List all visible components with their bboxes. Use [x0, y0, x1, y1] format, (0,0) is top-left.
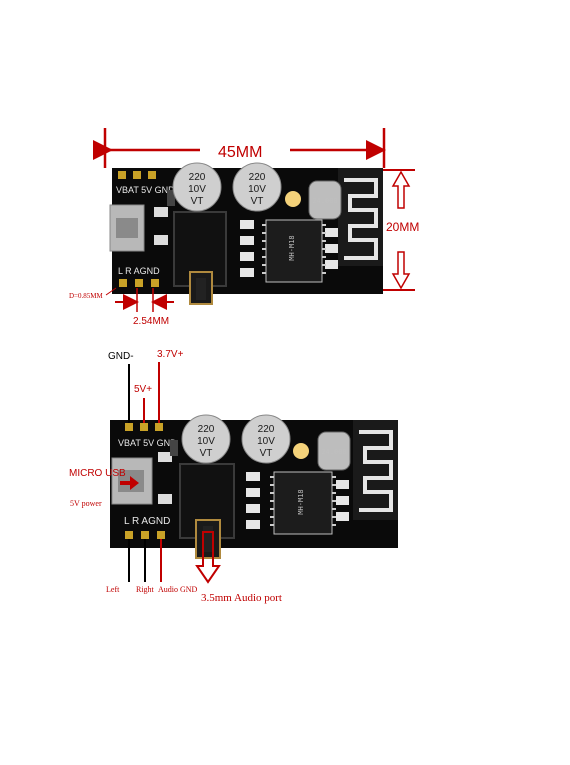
audio-jack: [179, 463, 235, 584]
micro-usb-label: MICRO USB: [69, 468, 126, 479]
silk-top-labels: VBAT 5V GND: [116, 185, 175, 195]
antenna-trace: [344, 178, 378, 260]
capacitor-1: 220 10V VT: [181, 414, 231, 464]
svg-text:VT: VT: [191, 196, 204, 207]
svg-text:220: 220: [198, 424, 215, 435]
svg-text:24.000: 24.000: [321, 448, 346, 456]
width-label: 45MM: [218, 144, 262, 161]
svg-text:VT: VT: [251, 196, 264, 207]
crystal: 24.000: [308, 180, 342, 220]
height-dimension: 20MM: [383, 169, 419, 291]
antenna-trace: [359, 430, 393, 512]
hole-label: D=0.85MM: [69, 292, 103, 300]
svg-text:24.000: 24.000: [312, 197, 337, 205]
board-1: 45MM 20MM VBAT 5V GND: [69, 128, 419, 327]
micro-usb-port: [111, 457, 153, 505]
bluetooth-chip: MH-M18: [270, 471, 336, 535]
capacitor-2: 220 10V VT: [232, 162, 282, 212]
audio-port-label: 3.5mm Audio port: [201, 592, 282, 604]
svg-text:10V: 10V: [257, 436, 275, 447]
svg-text:10V: 10V: [248, 184, 266, 195]
capacitor-1: 220 10V VT: [172, 162, 222, 212]
svg-text:MH-M18: MH-M18: [288, 235, 296, 260]
left-label: Left: [106, 585, 120, 594]
pitch-label: 2.54MM: [133, 316, 169, 327]
svg-text:MH-M18: MH-M18: [297, 489, 305, 514]
pitch-annotation: 2.54MM: [115, 288, 174, 327]
power-label: 5V power: [70, 499, 102, 508]
hole-annotation: D=0.85MM: [69, 287, 117, 300]
svg-text:220: 220: [189, 172, 206, 183]
svg-text:10V: 10V: [197, 436, 215, 447]
right-label: Right: [136, 585, 155, 594]
width-dimension: 45MM: [93, 128, 386, 168]
bluetooth-chip: MH-M18: [262, 219, 326, 283]
height-label: 20MM: [386, 220, 419, 234]
gnd-label: GND-: [108, 351, 134, 362]
svg-text:10V: 10V: [188, 184, 206, 195]
silk-bottom-labels: L R AGND: [118, 266, 160, 276]
v5-label: 5V+: [134, 384, 152, 395]
audio-gnd-label: Audio GND: [158, 585, 198, 594]
audio-jack: [173, 211, 227, 305]
svg-text:220: 220: [249, 172, 266, 183]
silk-bottom-labels: L R AGND: [124, 516, 170, 527]
v37-label: 3.7V+: [157, 349, 184, 360]
micro-usb-port: [109, 204, 145, 252]
board-2: VBAT 5V GND GND- 3.7V+ 5V+ MICRO USB 5V …: [69, 349, 398, 604]
svg-text:VT: VT: [200, 448, 213, 459]
silk-top-labels: VBAT 5V GND: [118, 438, 177, 448]
svg-text:220: 220: [258, 424, 275, 435]
crystal: 24.000: [317, 431, 351, 471]
capacitor-2: 220 10V VT: [241, 414, 291, 464]
svg-text:VT: VT: [260, 448, 273, 459]
